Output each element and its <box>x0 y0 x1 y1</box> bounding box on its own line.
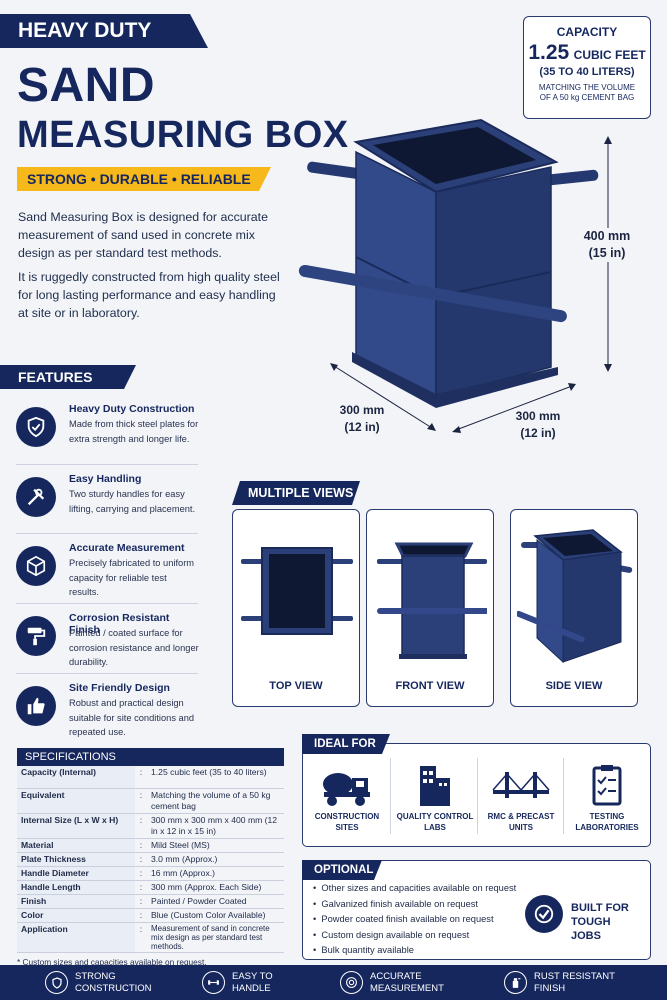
title-line-1: SAND <box>17 59 156 112</box>
feature-text: Robust and practical design suitable for… <box>69 698 195 737</box>
feature-item: Site Friendly Design Robust and practica… <box>16 682 198 748</box>
tagline-banner: STRONG • DURABLE • RELIABLE <box>17 167 271 191</box>
buildings-icon <box>420 766 450 806</box>
dumbbell-icon <box>202 971 225 994</box>
ideal-for-panel: IDEAL FOR CONSTRUCTION SITES QUALITY CON… <box>302 734 651 847</box>
list-item: • Galvanized finish available on request <box>313 898 479 909</box>
width-inches: (12 in) <box>344 420 380 434</box>
depth-inches: (12 in) <box>520 426 556 440</box>
bottom-item: EASY TO HANDLE <box>202 965 312 1000</box>
side-view-label: SIDE VIEW <box>545 680 603 692</box>
shield-check-icon <box>16 407 56 447</box>
feature-title: Corrosion Resistant Finish <box>69 612 170 636</box>
tools-icon <box>16 477 56 517</box>
list-item: • Bulk quantity available <box>313 945 414 955</box>
paint-roller-icon <box>16 616 56 656</box>
mixer-truck-icon <box>323 773 370 806</box>
capacity-label: CAPACITY <box>556 25 618 39</box>
feature-item: Accurate Measurement Precisely fabricate… <box>16 542 198 608</box>
shield-icon <box>45 971 68 994</box>
bridge-icon <box>492 772 550 798</box>
table-row: Material:Mild Steel (MS) <box>17 838 284 853</box>
ideal-item: RMC & PRECAST UNITS <box>477 764 565 833</box>
list-item: • Custom design available on request <box>313 929 470 940</box>
spray-icon <box>504 971 527 994</box>
features-title: FEATURES <box>0 365 136 389</box>
table-row: Capacity (Internal):1.25 cubic feet (35 … <box>17 766 284 789</box>
capacity-liters: (35 TO 40 LITERS) <box>539 66 635 78</box>
feature-text: Two sturdy handles for easy lifting, car… <box>69 489 196 514</box>
base-dimension-lines <box>330 363 576 433</box>
top-view-card: TOP VIEW <box>232 509 360 707</box>
front-view-image <box>377 542 487 659</box>
bottom-bar: STRONG CONSTRUCTION EASY TO HANDLE ACCUR… <box>0 965 667 1000</box>
thumbs-up-icon <box>16 686 56 726</box>
badge-check-icon <box>525 895 563 933</box>
feature-title: Heavy Duty Construction <box>69 403 195 415</box>
height-value: 400 mm <box>583 229 631 243</box>
target-icon <box>340 971 363 994</box>
width-value: 300 mm <box>339 403 385 417</box>
table-row: Handle Diameter:16 mm (Approx.) <box>17 866 284 881</box>
description-p2: It is ruggedly constructed from high qua… <box>18 270 280 320</box>
heavy-duty-tag: HEAVY DUTY <box>0 14 208 48</box>
built-for-tough-jobs: BUILT FOR TOUGH JOBS <box>571 902 629 942</box>
feature-title: Accurate Measurement <box>69 542 185 554</box>
clipboard-check-icon <box>592 765 622 806</box>
depth-value: 300 mm <box>515 409 561 423</box>
cube-icon <box>16 546 56 586</box>
optional-panel: OPTIONAL • Other sizes and capacities av… <box>302 860 651 960</box>
front-view-card: FRONT VIEW <box>366 509 494 707</box>
capacity-unit: CUBIC FEET <box>573 48 646 62</box>
optional-list: • Other sizes and capacities available o… <box>313 883 543 961</box>
sand-measuring-box-illustration <box>298 118 599 408</box>
table-row: Handle Length:300 mm (Approx. Each Side) <box>17 880 284 895</box>
feature-title: Site Friendly Design <box>69 682 170 694</box>
table-row: Color:Blue (Custom Color Available) <box>17 908 284 923</box>
height-inches: (15 in) <box>588 246 626 260</box>
bottom-item: RUST RESISTANT FINISH <box>504 965 634 1000</box>
capacity-value: 1.25 <box>528 41 570 64</box>
multiple-views-title: MULTIPLE VIEWS <box>232 481 360 505</box>
title-line-2: MEASURING BOX <box>17 114 349 156</box>
table-row: Internal Size (L x W x H):300 mm x 300 m… <box>17 813 284 839</box>
table-row: Application:Measurement of sand in concr… <box>17 922 284 953</box>
ideal-item: TESTING LABORATORIES <box>563 764 651 833</box>
ideal-item: CONSTRUCTION SITES <box>303 764 391 833</box>
optional-title: OPTIONAL <box>302 860 382 880</box>
ideal-item: QUALITY CONTROL LABS <box>391 764 479 833</box>
top-view-label: TOP VIEW <box>269 680 323 692</box>
feature-item: Heavy Duty Construction Made from thick … <box>16 403 198 469</box>
ideal-for-title: IDEAL FOR <box>302 734 390 754</box>
specifications-table: Capacity (Internal):1.25 cubic feet (35 … <box>17 766 284 953</box>
feature-item: Corrosion Resistant Finish Painted / coa… <box>16 612 199 678</box>
table-row: Plate Thickness:3.0 mm (Approx.) <box>17 852 284 867</box>
capacity-note-1: MATCHING THE VOLUME <box>538 83 636 92</box>
specifications-title: SPECIFICATIONS <box>17 748 284 766</box>
side-view-card: SIDE VIEW <box>510 509 638 707</box>
feature-item: Easy Handling Two sturdy handles for eas… <box>16 473 198 539</box>
bottom-item: STRONG CONSTRUCTION <box>45 965 175 1000</box>
side-view-image <box>517 529 633 664</box>
feature-text: Precisely fabricated to uniform capacity… <box>69 558 195 597</box>
description-p1: Sand Measuring Box is designed for accur… <box>18 210 269 260</box>
capacity-box: CAPACITY 1.25 CUBIC FEET (35 TO 40 LITER… <box>523 16 651 119</box>
bottom-item: ACCURATE MEASUREMENT <box>340 965 470 1000</box>
front-view-label: FRONT VIEW <box>395 680 465 692</box>
list-item: • Powder coated finish available on requ… <box>313 914 494 924</box>
specifications-note: * Custom sizes and capacities available … <box>17 956 207 967</box>
feature-title: Easy Handling <box>69 473 142 485</box>
feature-text: Made from thick steel plates for extra s… <box>69 419 199 444</box>
table-row: Finish:Painted / Powder Coated <box>17 894 284 909</box>
table-row: Equivalent:Matching the volume of a 50 k… <box>17 788 284 814</box>
top-view-image <box>241 547 353 635</box>
capacity-note-2: OF A 50 kg CEMENT BAG <box>539 93 635 102</box>
specifications-panel: SPECIFICATIONS Capacity (Internal):1.25 … <box>17 748 284 967</box>
feature-text: Painted / coated surface for corrosion r… <box>69 628 199 667</box>
list-item: • Other sizes and capacities available o… <box>313 883 517 893</box>
